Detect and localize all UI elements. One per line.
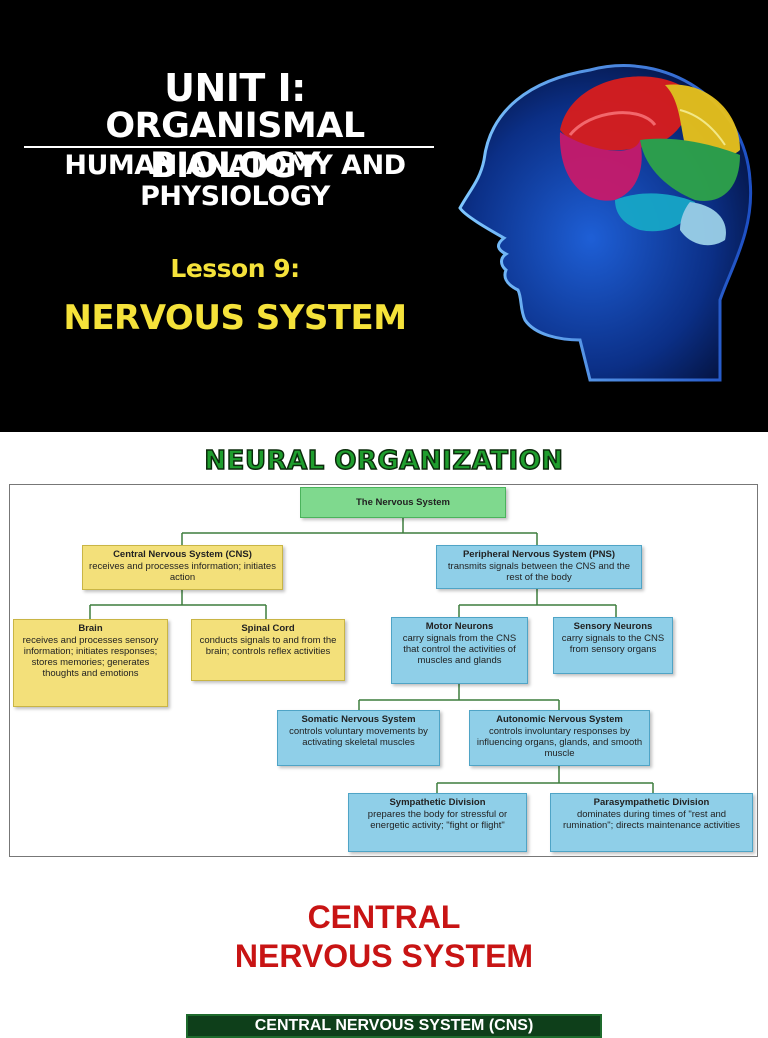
node-motor-neurons-title: Motor Neurons (425, 621, 494, 632)
node-spinal-cord-desc: conducts signals to and from the brain; … (199, 635, 337, 657)
cns-title-line2: NERVOUS SYSTEM (234, 938, 534, 974)
cns-title-line1: CENTRAL (307, 899, 461, 935)
cns-section-title: CENTRAL NERVOUS SYSTEM (0, 898, 768, 976)
nervous-system-org-chart: The Nervous System Central Nervous Syste… (9, 484, 758, 857)
node-sympathetic-desc: prepares the body for stressful or energ… (367, 809, 508, 831)
node-autonomic-title: Autonomic Nervous System (496, 714, 623, 725)
unit-heading: UNIT I: (164, 66, 306, 110)
node-autonomic-nervous-system: Autonomic Nervous System controls involu… (469, 710, 650, 766)
node-motor-neurons: Motor Neurons carry signals from the CNS… (391, 617, 528, 684)
cns-heading-bar: CENTRAL NERVOUS SYSTEM (CNS) (186, 1014, 602, 1038)
node-somatic-nervous-system: Somatic Nervous System controls voluntar… (277, 710, 440, 766)
node-somatic-desc: controls voluntary movements by activati… (289, 726, 428, 748)
anatomy-subtitle: HUMAN ANATOMY AND PHYSIOLOGY (20, 150, 450, 212)
node-sympathetic-division: Sympathetic Division prepares the body f… (348, 793, 527, 852)
node-sensory-neurons: Sensory Neurons carry signals to the CNS… (553, 617, 673, 674)
node-cns-desc: receives and processes information; init… (89, 561, 276, 583)
node-parasympathetic-title: Parasympathetic Division (593, 797, 710, 808)
node-brain-desc: receives and processes sensory informati… (22, 635, 159, 679)
node-brain: Brain receives and processes sensory inf… (13, 619, 168, 707)
node-sympathetic-title: Sympathetic Division (389, 797, 486, 808)
node-pns: Peripheral Nervous System (PNS) transmit… (436, 545, 642, 589)
neural-organization-title: NEURAL ORGANIZATION (204, 445, 564, 477)
node-nervous-system: The Nervous System (300, 487, 506, 518)
node-sensory-neurons-desc: carry signals to the CNS from sensory or… (561, 633, 665, 655)
node-motor-neurons-desc: carry signals from the CNS that control … (402, 633, 517, 666)
brain (559, 76, 740, 246)
node-nervous-system-title: The Nervous System (356, 497, 450, 508)
node-cns-title: Central Nervous System (CNS) (113, 549, 252, 560)
lesson-topic: NERVOUS SYSTEM (63, 298, 407, 338)
anatomy-subtitle-line2: PHYSIOLOGY (140, 181, 330, 212)
node-spinal-cord: Spinal Cord conducts signals to and from… (191, 619, 345, 681)
organismal-biology-heading: ORGANISMAL BIOLOGY (105, 106, 365, 186)
node-brain-title: Brain (78, 623, 103, 634)
node-autonomic-desc: controls involuntary responses by influe… (476, 726, 643, 759)
node-sensory-neurons-title: Sensory Neurons (573, 621, 653, 632)
anatomy-subtitle-line1: HUMAN ANATOMY AND (64, 150, 406, 181)
lesson-number: Lesson 9: (170, 254, 300, 283)
node-pns-desc: transmits signals between the CNS and th… (447, 561, 631, 583)
title-slide: UNIT I: ORGANISMAL BIOLOGY HUMAN ANATOMY… (0, 0, 768, 432)
brain-head-illustration (458, 64, 753, 382)
node-somatic-title: Somatic Nervous System (301, 714, 416, 725)
node-pns-title: Peripheral Nervous System (PNS) (462, 549, 616, 560)
node-cns: Central Nervous System (CNS) receives an… (82, 545, 283, 590)
org-chart-connectors (89, 518, 654, 793)
node-parasympathetic-desc: dominates during times of "rest and rumi… (562, 809, 741, 831)
heading-underline (24, 146, 434, 148)
node-spinal-cord-title: Spinal Cord (241, 623, 295, 634)
node-parasympathetic-division: Parasympathetic Division dominates durin… (550, 793, 753, 852)
